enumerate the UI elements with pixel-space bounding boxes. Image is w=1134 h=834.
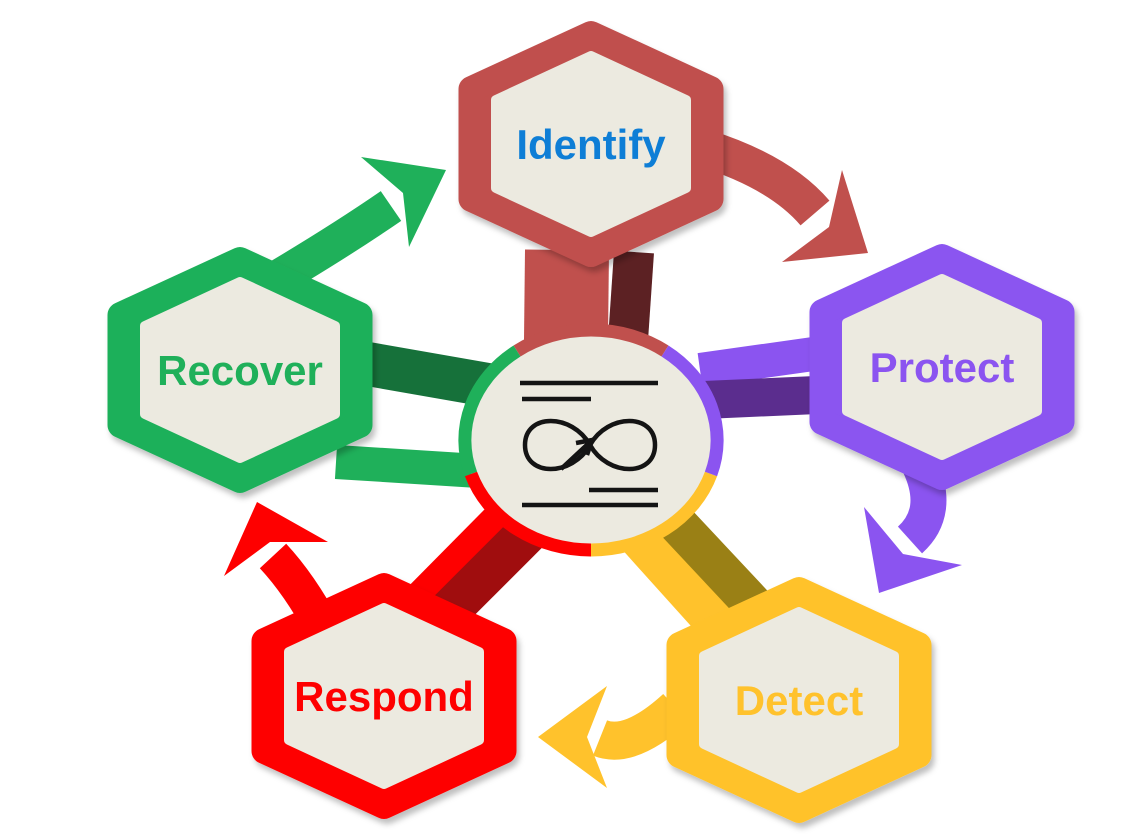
node-respond: Respond [251, 573, 517, 819]
arrow-detect-to-respond [538, 686, 689, 788]
arrow-identify-to-protect [698, 129, 868, 262]
arrow-head [782, 170, 868, 262]
node-label-identify: Identify [516, 121, 666, 168]
node-label-protect: Protect [870, 344, 1015, 391]
infinity-arrow-loop-icon [520, 380, 658, 508]
hub [458, 323, 724, 557]
hexagon-fill [699, 607, 899, 793]
nodes: Identify Protect Detect Respond Recover [107, 21, 1075, 823]
hub-ring-segment-detect [590, 471, 718, 557]
arrow-shaft [592, 693, 689, 760]
arrow-head [224, 502, 328, 576]
hexagon-fill [842, 274, 1042, 460]
spoke-respond-highlight [402, 504, 521, 624]
node-protect: Protect [809, 244, 1075, 490]
hexagon-fill [284, 603, 484, 789]
node-label-recover: Recover [157, 347, 323, 394]
arrow-head [361, 157, 446, 247]
arrow-head [864, 507, 962, 593]
hub-ring-segment-identify [513, 323, 669, 357]
hub-ring-segment-respond [464, 471, 592, 557]
icon-arrow-shaft [559, 440, 592, 471]
hexagon-fill [491, 51, 691, 237]
node-label-detect: Detect [735, 677, 863, 724]
node-recover: Recover [107, 247, 373, 493]
hub-ring-segment-protect [661, 345, 724, 477]
spoke-identify-highlight [524, 249, 609, 341]
hexagon-fill [140, 277, 340, 463]
node-detect: Detect [666, 577, 932, 823]
spoke-identify-shadow [608, 250, 654, 342]
node-label-respond: Respond [294, 673, 474, 720]
hub-ring-segment-recover [458, 345, 521, 477]
node-identify: Identify [458, 21, 724, 267]
icon-arrow-head [575, 437, 596, 456]
arrow-head [538, 686, 607, 788]
